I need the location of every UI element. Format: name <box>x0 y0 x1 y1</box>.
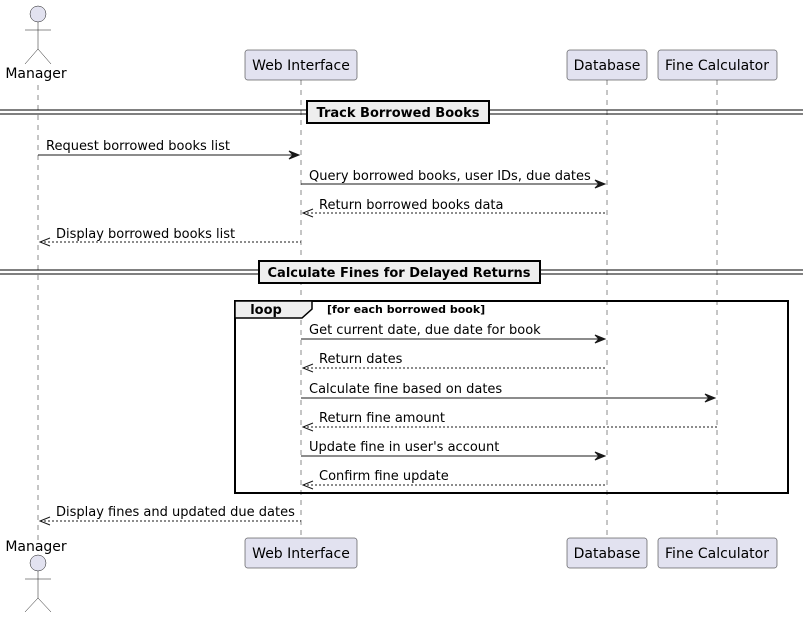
divider-track-borrowed-books: Track Borrowed Books <box>0 100 803 124</box>
message-label: Update fine in user's account <box>309 440 499 455</box>
arrowhead-icon <box>594 334 607 344</box>
participant-label-fine-calculator-bottom: Fine Calculator <box>665 546 769 562</box>
arrowhead-open-icon <box>38 237 51 247</box>
loop-keyword: loop <box>250 303 282 318</box>
arrowhead-icon <box>594 179 607 189</box>
message-label: Return dates <box>319 352 403 367</box>
participant-fine-calculator-top: Fine Calculator <box>657 49 778 81</box>
divider-label-track: Track Borrowed Books <box>317 106 480 121</box>
message-label: Return borrowed books data <box>319 198 504 213</box>
message-update-fine: Update fine in user's account <box>301 440 607 461</box>
actor-manager-bottom: Manager <box>5 539 67 613</box>
message-return-fine-amount: Return fine amount <box>301 411 717 432</box>
divider-calculate-fines: Calculate Fines for Delayed Returns <box>0 260 803 284</box>
message-query-borrowed-books: Query borrowed books, user IDs, due date… <box>301 169 607 189</box>
actor-manager-top: Manager <box>5 5 67 82</box>
participant-web-interface-top: Web Interface <box>244 49 358 81</box>
participant-database-top: Database <box>566 49 648 81</box>
message-label: Get current date, due date for book <box>309 323 541 338</box>
arrowhead-icon <box>704 393 717 403</box>
message-return-dates: Return dates <box>301 352 607 373</box>
participant-database-bottom: Database <box>566 537 648 569</box>
participant-label-manager-bottom: Manager <box>5 539 67 555</box>
message-get-current-date: Get current date, due date for book <box>301 323 607 344</box>
actor-head-icon <box>29 5 47 23</box>
arrowhead-open-icon <box>301 208 314 218</box>
divider-label-calculate: Calculate Fines for Delayed Returns <box>268 266 531 281</box>
arrowhead-icon <box>288 150 301 160</box>
message-display-fines: Display fines and updated due dates <box>38 505 301 526</box>
message-label: Request borrowed books list <box>46 139 230 154</box>
message-label: Query borrowed books, user IDs, due date… <box>309 169 591 184</box>
arrowhead-open-icon <box>38 516 51 526</box>
arrowhead-open-icon <box>301 363 314 373</box>
arrowhead-open-icon <box>301 480 314 490</box>
participant-web-interface-bottom: Web Interface <box>244 537 358 569</box>
message-label: Calculate fine based on dates <box>309 382 502 397</box>
message-display-borrowed-books: Display borrowed books list <box>38 227 301 247</box>
message-calculate-fine: Calculate fine based on dates <box>301 382 717 403</box>
participant-label-web-interface-bottom: Web Interface <box>252 546 350 562</box>
message-label: Display borrowed books list <box>56 227 235 242</box>
arrowhead-open-icon <box>301 422 314 432</box>
message-return-borrowed-books-data: Return borrowed books data <box>301 198 607 218</box>
participant-fine-calculator-bottom: Fine Calculator <box>657 537 778 569</box>
participant-label-manager-top: Manager <box>5 66 67 82</box>
participant-label-database-bottom: Database <box>574 546 641 562</box>
loop-fragment: loop [for each borrowed book] <box>234 300 789 494</box>
message-label: Confirm fine update <box>319 469 449 484</box>
loop-tab <box>234 300 313 319</box>
participant-label-database-top: Database <box>574 58 641 74</box>
arrowhead-icon <box>594 451 607 461</box>
actor-head-icon <box>29 554 47 572</box>
message-label: Return fine amount <box>319 411 445 426</box>
message-request-borrowed-books: Request borrowed books list <box>38 139 301 160</box>
participant-label-web-interface-top: Web Interface <box>252 58 350 74</box>
message-confirm-fine-update: Confirm fine update <box>301 469 607 490</box>
participant-label-fine-calculator-top: Fine Calculator <box>665 58 769 74</box>
message-label: Display fines and updated due dates <box>56 505 295 520</box>
loop-condition: [for each borrowed book] <box>327 303 485 316</box>
